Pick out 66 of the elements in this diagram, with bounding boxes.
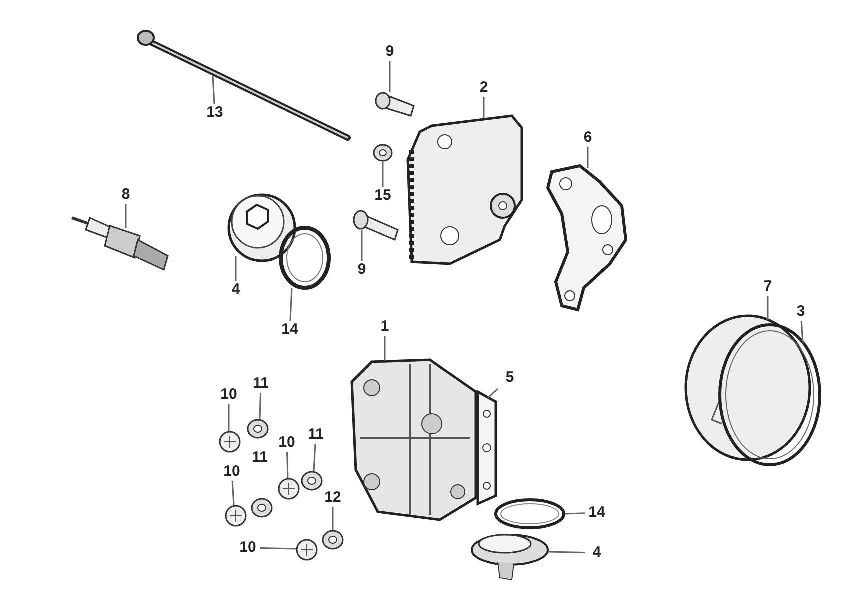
leader-line	[389, 61, 391, 92]
callout-number: 10	[219, 387, 239, 403]
leader-line	[259, 392, 262, 420]
callout-number: 11	[251, 376, 271, 392]
washer-drawing	[301, 471, 323, 491]
callout-number: 4	[226, 282, 246, 298]
washer-drawing	[322, 530, 344, 550]
seal-ring-drawing	[718, 324, 822, 466]
bolt-drawing	[137, 30, 351, 141]
gasket-drawing	[546, 164, 628, 312]
callout-number: 10	[222, 464, 242, 480]
o-ring-drawing	[494, 498, 566, 530]
leader-line	[286, 452, 289, 478]
callout-number: 9	[352, 262, 372, 278]
cap-nut-drawing	[219, 431, 241, 453]
callout-number: 5	[500, 370, 520, 386]
callout-number: 12	[323, 490, 343, 506]
callout-number: 14	[280, 322, 300, 338]
callout-number: 1	[375, 319, 395, 335]
washer-drawing	[247, 419, 269, 439]
cap-nut-drawing	[296, 539, 318, 561]
bolt-drawing	[375, 92, 415, 117]
callout-number: 11	[251, 450, 269, 466]
cover-drawing	[684, 314, 812, 462]
cylinder-head-drawing	[350, 358, 478, 522]
callout-number: 10	[238, 540, 258, 556]
leader-line	[548, 551, 586, 554]
callout-number: 14	[587, 505, 607, 521]
washer-drawing	[373, 144, 393, 162]
leader-line	[767, 296, 769, 320]
plug-drawing	[471, 534, 549, 581]
callout-number: 10	[277, 435, 297, 451]
leader-line	[382, 162, 384, 187]
leader-line	[232, 480, 235, 506]
leader-line	[384, 336, 386, 361]
callout-number: 11	[306, 427, 326, 443]
spark-plug-drawing	[72, 216, 169, 272]
leader-line	[800, 320, 804, 344]
leader-line	[313, 444, 316, 472]
callout-number: 15	[373, 188, 393, 204]
plug-drawing	[228, 194, 296, 262]
leader-line	[235, 256, 237, 281]
leader-line	[125, 204, 127, 228]
callout-number: 2	[474, 80, 494, 96]
callout-number: 13	[205, 105, 225, 121]
bolt-drawing	[353, 210, 399, 242]
callout-number: 8	[116, 187, 136, 203]
gasket-drawing	[476, 390, 498, 506]
leader-line	[483, 97, 485, 118]
callout-number: 7	[758, 279, 778, 295]
leader-line	[564, 512, 586, 515]
leader-line	[587, 147, 589, 168]
leader-line	[290, 288, 293, 322]
callout-number: 6	[578, 130, 598, 146]
callout-number: 3	[791, 304, 811, 320]
cap-nut-drawing	[225, 505, 247, 527]
cap-nut-drawing	[278, 478, 300, 500]
leader-line	[332, 507, 334, 530]
leader-line	[488, 388, 498, 399]
leader-line	[212, 76, 216, 104]
leader-line	[260, 548, 296, 550]
o-ring-drawing	[279, 226, 331, 290]
leader-line	[228, 404, 230, 431]
callout-number: 4	[587, 545, 607, 561]
callout-number: 9	[380, 44, 400, 60]
valve-cover-drawing	[406, 114, 524, 266]
